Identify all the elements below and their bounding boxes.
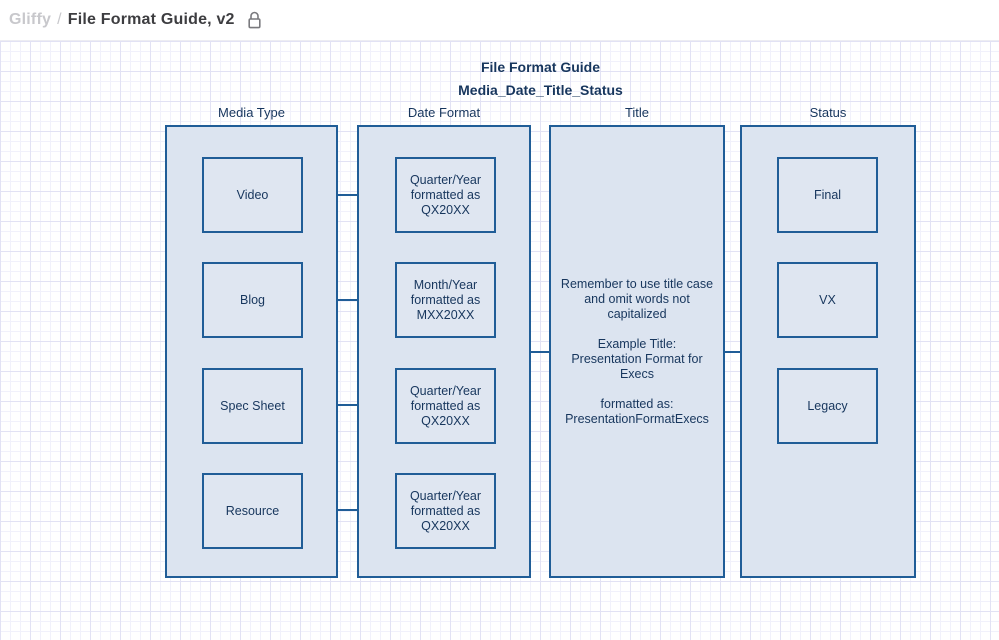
node-vx-label: VX [819,292,836,307]
diagram-title: File Format Guide [480,59,600,75]
node-blog-label: Blog [239,292,266,307]
node-date-quarter-2[interactable]: Quarter/Year formatted as QX20XX [395,368,496,444]
node-final-label: Final [813,187,842,202]
node-video-label: Video [236,187,269,202]
node-video[interactable]: Video [202,157,303,233]
node-final[interactable]: Final [777,157,878,233]
container-title[interactable] [549,125,725,578]
title-note-example-value: Presentation Format for Execs [571,351,703,381]
node-resource[interactable]: Resource [202,473,303,549]
node-legacy-label: Legacy [807,398,848,413]
app-header: Gliffy / File Format Guide, v2 [0,0,999,41]
node-blog[interactable]: Blog [202,262,303,338]
title-note-example: Example Title: Presentation Format for E… [556,337,718,382]
column-label-date-format: Date Format [407,105,481,120]
node-spec-sheet[interactable]: Spec Sheet [202,368,303,444]
diagram-canvas[interactable]: File Format Guide Media_Date_Title_Statu… [0,41,999,640]
node-date-quarter-3-label: Quarter/Year formatted as QX20XX [409,488,482,533]
node-legacy[interactable]: Legacy [777,368,878,444]
document-title[interactable]: File Format Guide, v2 [67,11,235,28]
node-date-month[interactable]: Month/Year formatted as MXX20XX [395,262,496,338]
node-vx[interactable]: VX [777,262,878,338]
column-label-media-type: Media Type [218,105,285,120]
column-label-title: Title [624,105,650,120]
breadcrumb-separator: / [57,11,62,28]
node-date-month-label: Month/Year formatted as MXX20XX [410,277,481,322]
breadcrumb-app-name[interactable]: Gliffy [9,11,52,28]
column-label-status: Status [809,105,847,120]
node-date-quarter-1-label: Quarter/Year formatted as QX20XX [409,172,482,217]
node-resource-label: Resource [225,503,280,518]
title-note-format-value: PresentationFormatExecs [565,411,709,426]
node-date-quarter-1[interactable]: Quarter/Year formatted as QX20XX [395,157,496,233]
diagram-subtitle: Media_Date_Title_Status [458,82,623,98]
title-note[interactable]: Remember to use title case and omit word… [549,125,725,578]
title-note-format-label: formatted as: [600,396,674,411]
node-date-quarter-2-label: Quarter/Year formatted as QX20XX [409,383,482,428]
title-note-example-label: Example Title: [597,336,677,351]
title-note-rule: Remember to use title case and omit word… [560,276,714,321]
title-note-format: formatted as: PresentationFormatExecs [556,397,718,427]
lock-icon[interactable] [247,11,262,30]
node-date-quarter-3[interactable]: Quarter/Year formatted as QX20XX [395,473,496,549]
node-spec-sheet-label: Spec Sheet [220,398,285,413]
